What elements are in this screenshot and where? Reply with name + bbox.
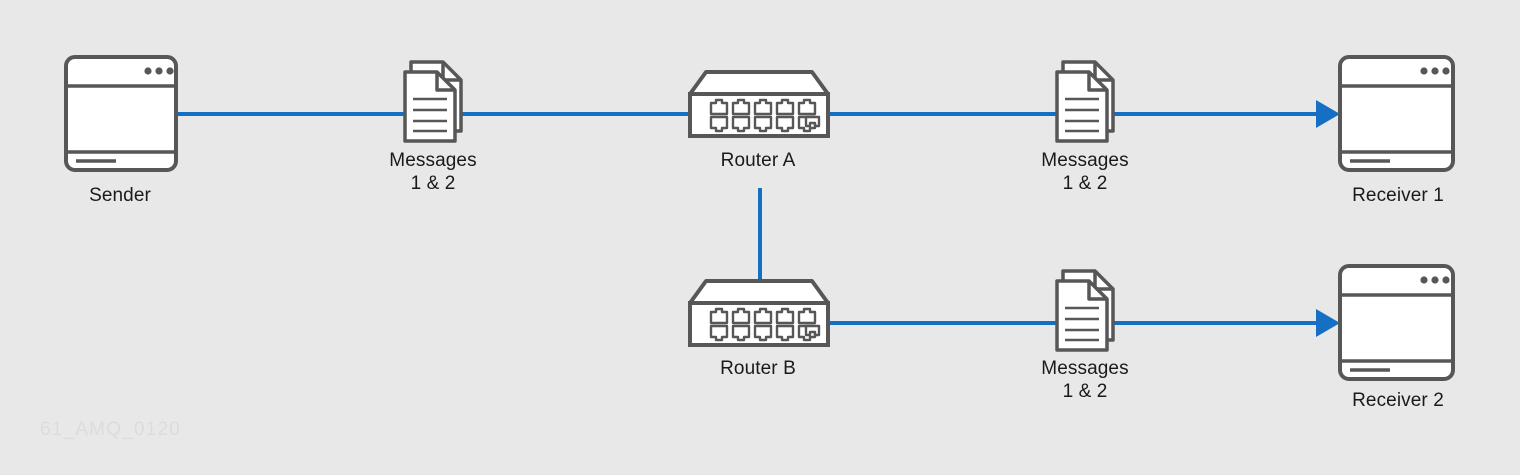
arrowhead-icon [1316, 309, 1340, 337]
node-label-messages-bottom-line1: Messages [1041, 358, 1129, 379]
node-label-router-b: Router B [720, 358, 796, 379]
router-icon [688, 70, 830, 138]
watermark-text: 61_AMQ_0120 [40, 419, 182, 440]
window-icon [1338, 55, 1455, 172]
node-label-sender: Sender [89, 185, 151, 206]
node-label-receiver-2: Receiver 2 [1352, 390, 1444, 411]
node-label-messages-top-left-line2: 1 & 2 [410, 173, 456, 194]
node-label-router-a: Router A [720, 150, 796, 171]
node-label-messages-bottom-line2: 1 & 2 [1062, 381, 1108, 402]
documents-icon [403, 60, 463, 143]
node-label-receiver-1: Receiver 1 [1352, 185, 1444, 206]
router-icon [688, 279, 830, 347]
arrowhead-icon [1316, 100, 1340, 128]
node-label-messages-top-right-line2: 1 & 2 [1062, 173, 1108, 194]
node-label-messages-top-right-line1: Messages [1041, 150, 1129, 171]
documents-icon [1055, 60, 1115, 143]
node-label-messages-top-left-line1: Messages [389, 150, 477, 171]
window-icon [1338, 264, 1455, 381]
window-icon [64, 55, 178, 172]
documents-icon [1055, 269, 1115, 352]
